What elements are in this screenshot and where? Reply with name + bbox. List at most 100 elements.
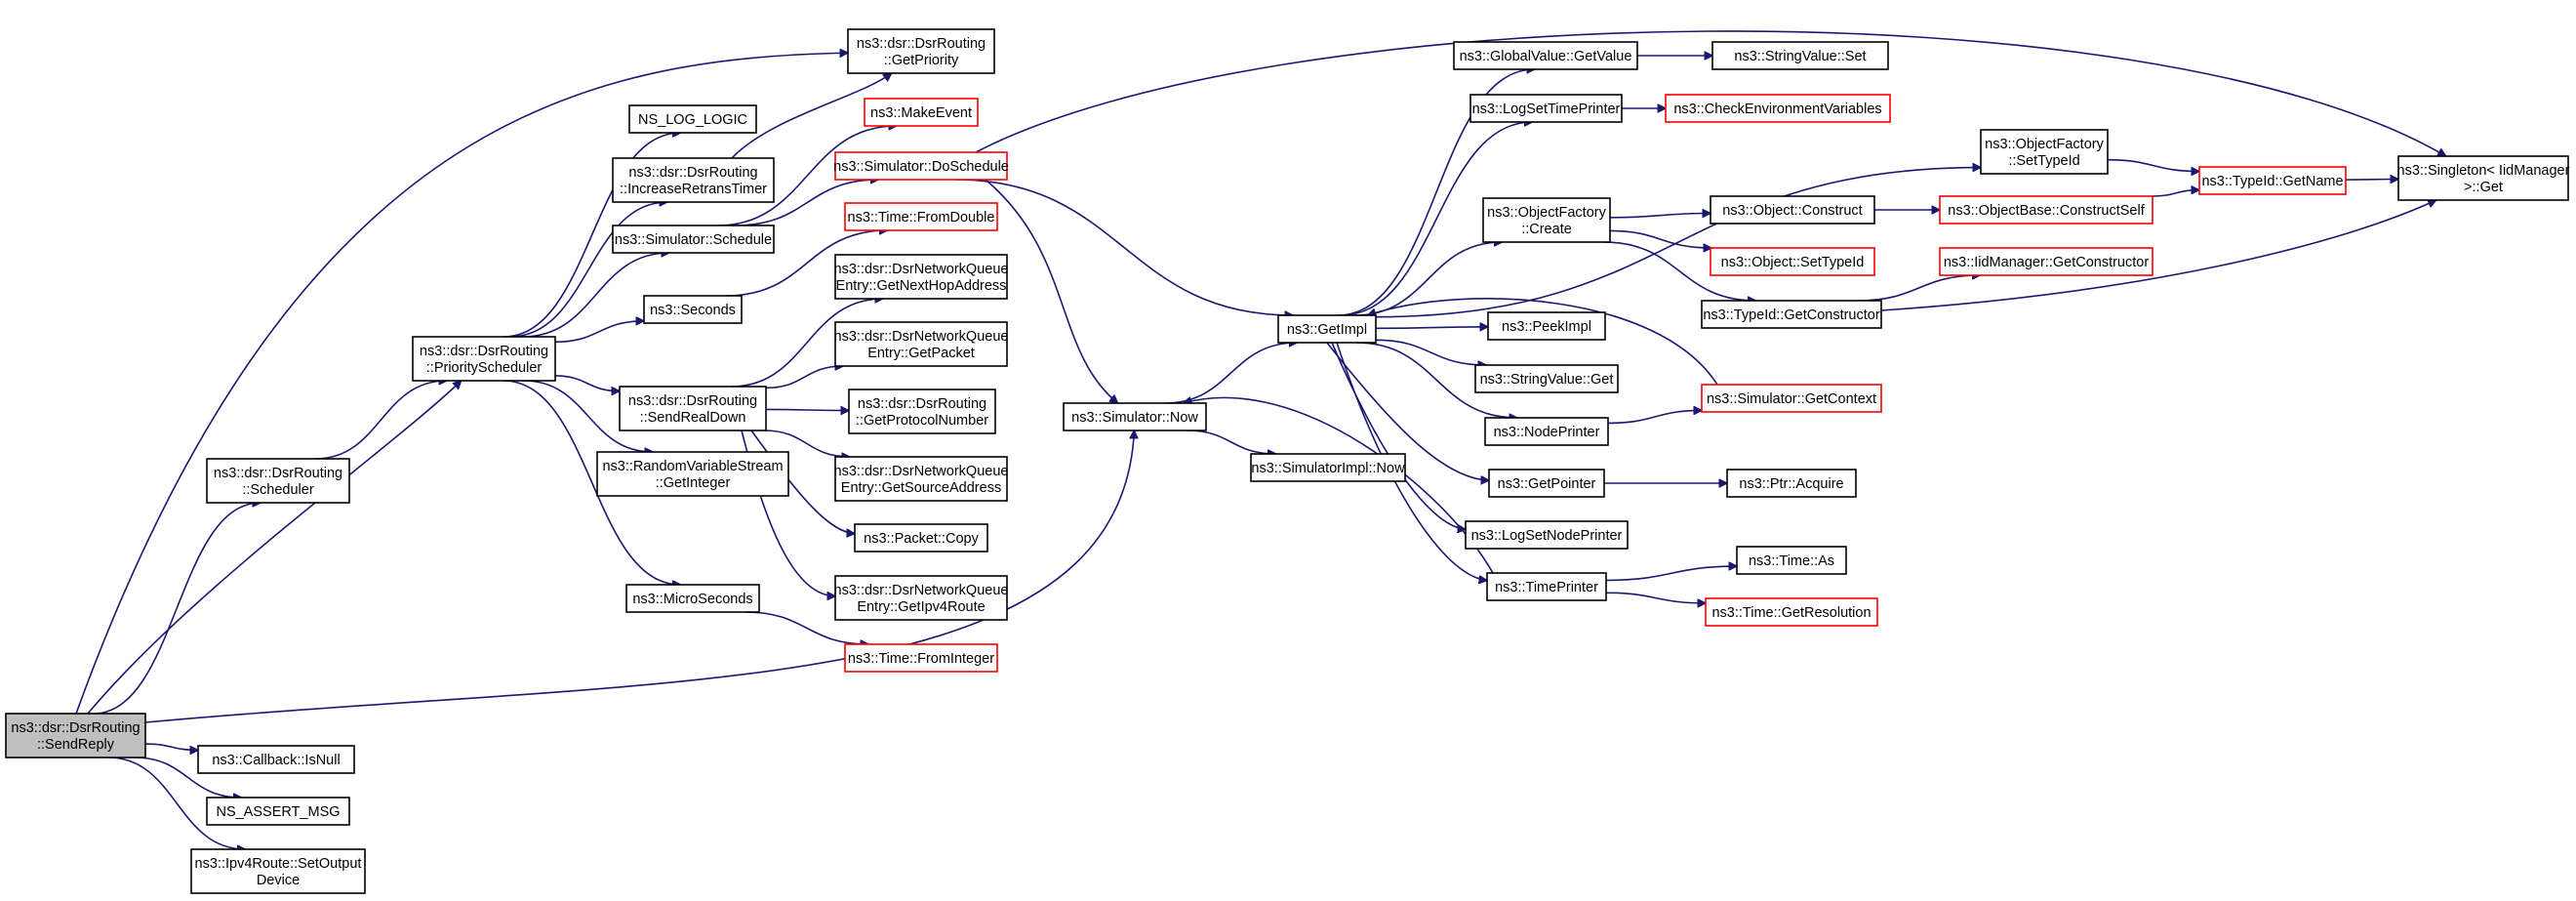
node-box[interactable] <box>190 848 366 894</box>
node-nslog[interactable]: NS_LOG_LOGIC <box>628 104 757 134</box>
node-sendrealdown[interactable]: ns3::dsr::DsrRouting::SendRealDown <box>619 386 767 431</box>
node-box[interactable] <box>625 584 760 613</box>
node-box[interactable] <box>206 797 350 826</box>
node-box[interactable] <box>1453 41 1638 70</box>
node-box[interactable] <box>197 745 355 774</box>
node-stringvalueget[interactable]: ns3::StringValue::Get <box>1474 364 1619 393</box>
node-getimpl[interactable]: ns3::GetImpl <box>1277 314 1377 344</box>
node-box[interactable] <box>628 104 757 134</box>
node-box[interactable] <box>1469 94 1623 123</box>
node-box[interactable] <box>1701 384 1882 413</box>
node-box[interactable] <box>2397 155 2569 201</box>
node-typeidgetctor[interactable]: ns3::TypeId::GetConstructor <box>1701 300 1882 329</box>
node-rvsgetint[interactable]: ns3::RandomVariableStream::GetInteger <box>596 451 789 497</box>
node-box[interactable] <box>1939 195 2153 225</box>
node-box[interactable] <box>1711 41 1889 70</box>
node-peekimpl[interactable]: ns3::PeekImpl <box>1487 311 1606 341</box>
node-iidmgetctor[interactable]: ns3::IidManager::GetConstructor <box>1939 247 2153 276</box>
node-fromdouble[interactable]: ns3::Time::FromDouble <box>844 202 998 231</box>
node-box[interactable] <box>5 713 146 758</box>
node-timegetres[interactable]: ns3::Time::GetResolution <box>1705 597 1878 627</box>
node-getipv4route[interactable]: ns3::dsr::DsrNetworkQueueEntry::GetIpv4R… <box>834 575 1009 621</box>
node-box[interactable] <box>1710 247 1875 276</box>
node-box[interactable] <box>844 202 998 231</box>
node-box[interactable] <box>412 336 556 382</box>
node-box[interactable] <box>206 458 350 504</box>
node-assertmsg[interactable]: NS_ASSERT_MSG <box>206 797 350 826</box>
node-doschedule[interactable]: ns3::Simulator::DoSchedule <box>833 151 1009 181</box>
node-box[interactable] <box>643 295 743 324</box>
node-box[interactable] <box>834 151 1008 181</box>
node-objfactcreate[interactable]: ns3::ObjectFactory::Create <box>1482 197 1611 243</box>
node-box[interactable] <box>864 98 979 127</box>
node-stringvalueset[interactable]: ns3::StringValue::Set <box>1711 41 1889 70</box>
node-simnow[interactable]: ns3::Simulator::Now <box>1063 402 1207 431</box>
node-frominteger[interactable]: ns3::Time::FromInteger <box>844 643 998 673</box>
node-box[interactable] <box>1726 469 1857 498</box>
node-box[interactable] <box>1484 417 1609 446</box>
node-scheduler[interactable]: ns3::dsr::DsrRouting::Scheduler <box>206 458 350 504</box>
node-box[interactable] <box>1487 311 1606 341</box>
node-box[interactable] <box>848 389 996 434</box>
node-logsettime[interactable]: ns3::LogSetTimePrinter <box>1469 94 1623 123</box>
node-typeidgetname[interactable]: ns3::TypeId::GetName <box>2198 166 2347 195</box>
node-box[interactable] <box>1250 453 1406 482</box>
node-timeas[interactable]: ns3::Time::As <box>1736 546 1847 575</box>
node-box[interactable] <box>1939 247 2153 276</box>
node-box[interactable] <box>1701 300 1882 329</box>
node-box[interactable] <box>1063 402 1207 431</box>
node-box[interactable] <box>1705 597 1878 627</box>
node-box[interactable] <box>612 157 775 203</box>
node-objsettypeid[interactable]: ns3::Object::SetTypeId <box>1710 247 1875 276</box>
node-simgetcontext[interactable]: ns3::Simulator::GetContext <box>1701 384 1882 413</box>
node-getpacket[interactable]: ns3::dsr::DsrNetworkQueueEntry::GetPacke… <box>834 321 1009 367</box>
node-nodeprinter[interactable]: ns3::NodePrinter <box>1484 417 1609 446</box>
node-box[interactable] <box>1482 197 1611 243</box>
node-timeprinter[interactable]: ns3::TimePrinter <box>1486 572 1607 601</box>
node-box[interactable] <box>844 643 998 673</box>
node-box[interactable] <box>854 523 988 553</box>
node-ptracquire[interactable]: ns3::Ptr::Acquire <box>1726 469 1857 498</box>
node-box[interactable] <box>1736 546 1847 575</box>
node-box[interactable] <box>834 456 1008 502</box>
node-simimplnow[interactable]: ns3::SimulatorImpl::Now <box>1250 453 1406 482</box>
node-singleton[interactable]: ns3::Singleton< IidManager >::Get <box>2397 155 2570 201</box>
node-box[interactable] <box>1710 195 1875 225</box>
node-box[interactable] <box>1980 129 2109 175</box>
node-getprotocol[interactable]: ns3::dsr::DsrRouting::GetProtocolNumber <box>848 389 996 434</box>
node-box[interactable] <box>596 451 789 497</box>
node-box[interactable] <box>619 386 767 431</box>
node-box[interactable] <box>1665 94 1891 123</box>
node-objbaseconstruct[interactable]: ns3::ObjectBase::ConstructSelf <box>1939 195 2153 225</box>
node-getpointer[interactable]: ns3::GetPointer <box>1488 469 1605 498</box>
node-sendreply[interactable]: ns3::dsr::DsrRouting::SendReply <box>5 713 146 758</box>
node-box[interactable] <box>847 28 995 74</box>
node-logsetnode[interactable]: ns3::LogSetNodePrinter <box>1465 520 1629 550</box>
node-isnull[interactable]: ns3::Callback::IsNull <box>197 745 355 774</box>
node-getnexthop[interactable]: ns3::dsr::DsrNetworkQueueEntry::GetNextH… <box>834 254 1009 300</box>
node-packetcopy[interactable]: ns3::Packet::Copy <box>854 523 988 553</box>
node-box[interactable] <box>834 254 1008 300</box>
node-box[interactable] <box>1277 314 1377 344</box>
node-checkenv[interactable]: ns3::CheckEnvironmentVariables <box>1665 94 1891 123</box>
node-box[interactable] <box>834 321 1008 367</box>
node-incretrans[interactable]: ns3::dsr::DsrRouting::IncreaseRetransTim… <box>612 157 775 203</box>
node-box[interactable] <box>1474 364 1619 393</box>
node-getsource[interactable]: ns3::dsr::DsrNetworkQueueEntry::GetSourc… <box>834 456 1009 502</box>
node-makeevent[interactable]: ns3::MakeEvent <box>864 98 979 127</box>
node-seconds[interactable]: ns3::Seconds <box>643 295 743 324</box>
node-box[interactable] <box>1465 520 1629 550</box>
node-box[interactable] <box>834 575 1008 621</box>
node-box[interactable] <box>1488 469 1605 498</box>
node-priosched[interactable]: ns3::dsr::DsrRouting::PriorityScheduler <box>412 336 556 382</box>
node-microseconds[interactable]: ns3::MicroSeconds <box>625 584 760 613</box>
node-globalgetvalue[interactable]: ns3::GlobalValue::GetValue <box>1453 41 1638 70</box>
node-objconstruct[interactable]: ns3::Object::Construct <box>1710 195 1875 225</box>
node-box[interactable] <box>612 225 775 254</box>
node-objfactsettype[interactable]: ns3::ObjectFactory::SetTypeId <box>1980 129 2109 175</box>
node-simschedule[interactable]: ns3::Simulator::Schedule <box>612 225 775 254</box>
node-box[interactable] <box>2198 166 2347 195</box>
node-box[interactable] <box>1486 572 1607 601</box>
node-getpriority[interactable]: ns3::dsr::DsrRouting::GetPriority <box>847 28 995 74</box>
